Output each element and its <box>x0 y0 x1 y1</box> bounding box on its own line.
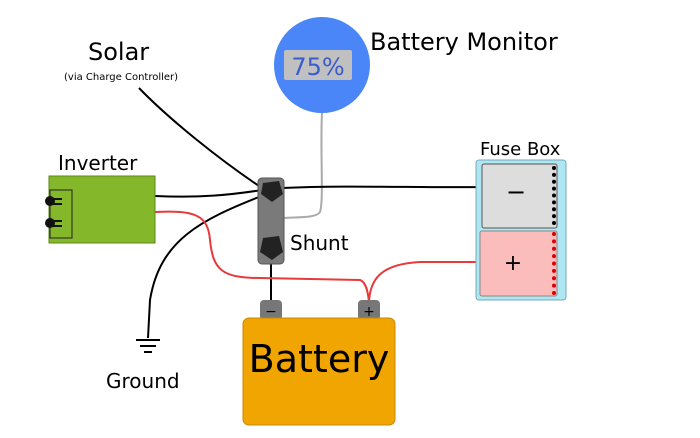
inverter <box>48 175 156 244</box>
fuse-dot <box>552 179 556 184</box>
battery-minus-sign: − <box>265 304 277 320</box>
outlet-panel <box>49 189 73 239</box>
ground-icon <box>136 339 160 353</box>
fuse-dot <box>552 239 556 244</box>
fuse-dot <box>552 166 556 170</box>
solar-label: Solar <box>88 38 149 66</box>
negative-fuse-dots <box>552 166 556 225</box>
fuse-dot <box>552 268 556 273</box>
positive-wire <box>154 210 370 303</box>
fuse-dot <box>552 200 556 205</box>
fuse-box-label: Fuse Box <box>480 139 561 160</box>
battery-negative-terminal <box>260 300 282 320</box>
inverter-negative-wire <box>154 189 263 198</box>
inverter-label: Inverter <box>58 151 138 175</box>
shunt-negative-terminal <box>261 181 283 202</box>
battery-label: Battery <box>249 337 390 381</box>
fuse-dot <box>552 193 556 198</box>
battery <box>242 317 396 426</box>
ground-label: Ground <box>106 369 180 393</box>
fuse-plus-sign: + <box>504 251 522 276</box>
fuse-box-positive-bus <box>479 230 558 297</box>
positive-fuse-dots <box>552 232 556 295</box>
shunt-to-fusebox-wire <box>281 185 485 189</box>
fuse-minus-sign: − <box>506 178 526 206</box>
fusebox-positive-wire <box>368 261 482 303</box>
fuse-dot <box>552 221 556 225</box>
battery-monitor-label: Battery Monitor <box>370 28 558 56</box>
plug-icon <box>45 196 62 206</box>
fuse-dot <box>552 232 556 236</box>
solar-wire <box>138 87 263 189</box>
monitor-display <box>284 50 352 80</box>
fuse-dot <box>552 254 556 259</box>
monitor-signal-wire <box>283 112 323 219</box>
fuse-dot <box>552 276 556 281</box>
fuse-dot <box>552 261 556 266</box>
plug-icon <box>45 218 62 228</box>
fuse-dot <box>552 291 556 295</box>
battery-positive-terminal <box>358 300 380 320</box>
shunt-label: Shunt <box>290 231 349 255</box>
fuse-dot <box>552 214 556 219</box>
fuse-dot <box>552 246 556 251</box>
fuse-dot <box>552 186 556 191</box>
fuse-dot <box>552 207 556 212</box>
ground-wire <box>147 194 265 339</box>
monitor-reading: 75% <box>291 53 344 81</box>
fuse-dot <box>552 172 556 177</box>
shunt-battery-terminal <box>260 236 283 260</box>
solar-sublabel: (via Charge Controller) <box>64 72 178 83</box>
fuse-dot <box>552 283 556 288</box>
battery-plus-sign: + <box>363 304 375 320</box>
fuse-box-negative-bus <box>481 163 558 229</box>
